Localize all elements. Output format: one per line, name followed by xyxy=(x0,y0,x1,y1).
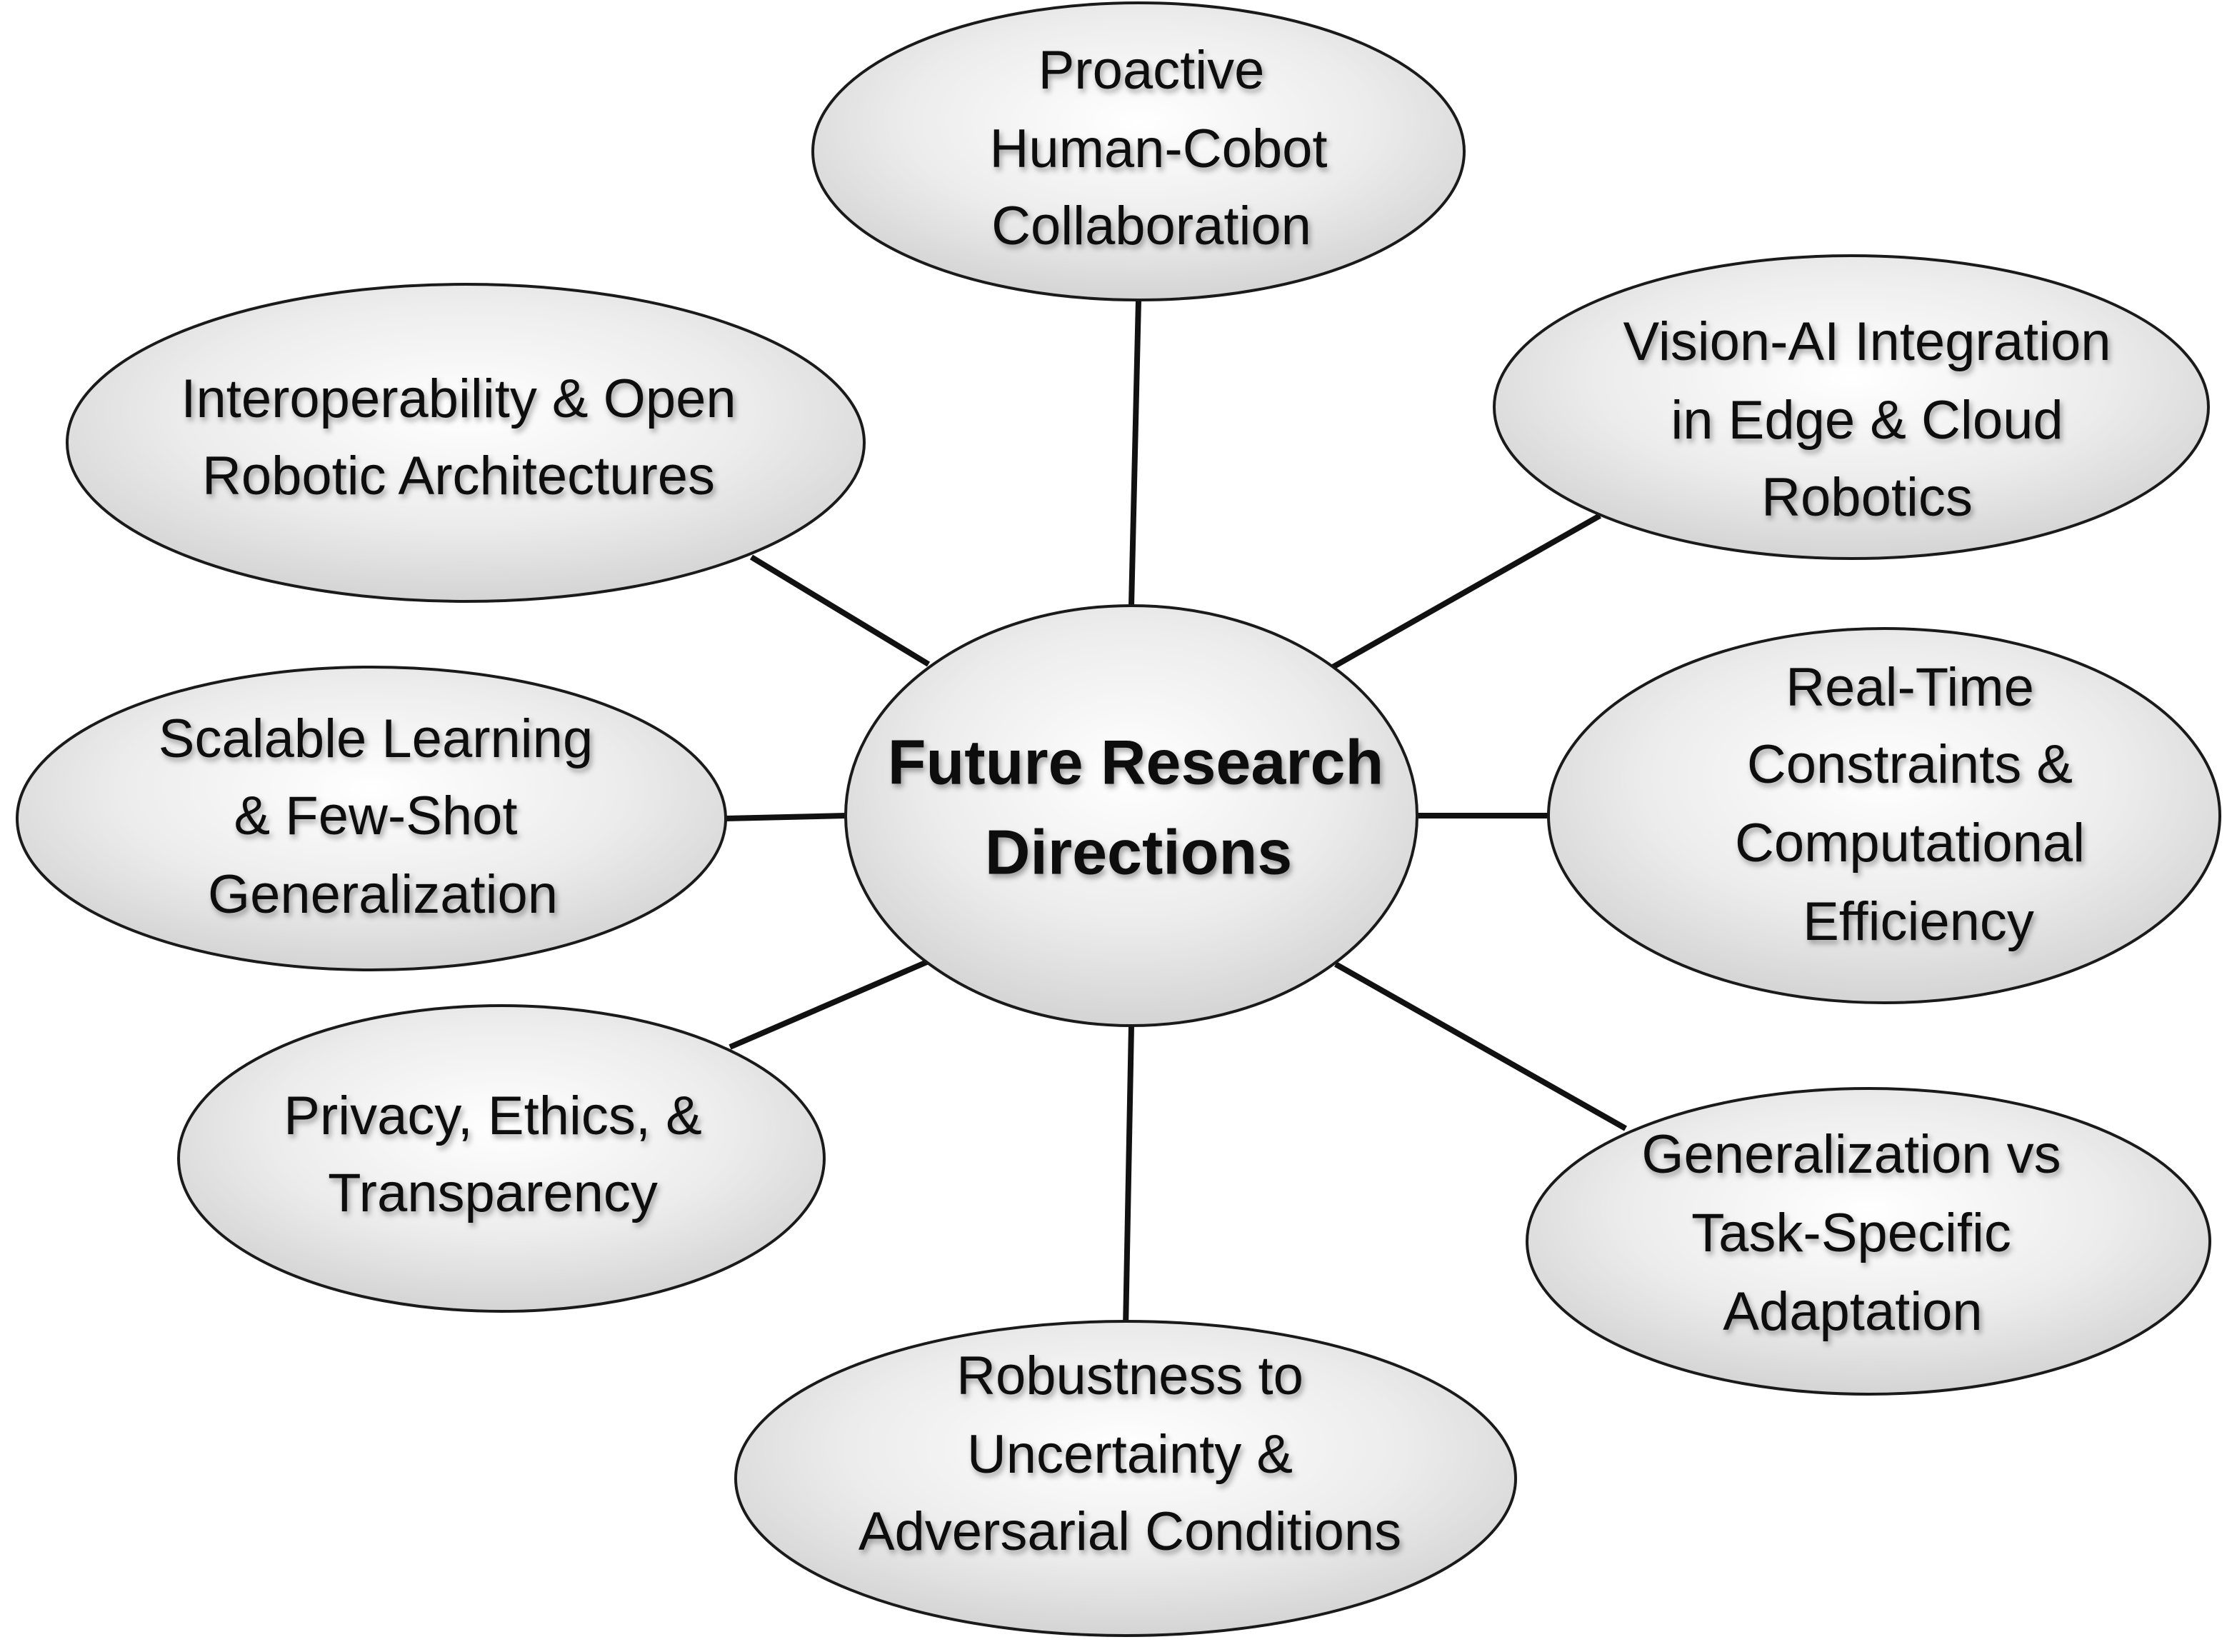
node-label: Uncertainty & xyxy=(967,1424,1293,1485)
center-title: Directions xyxy=(985,816,1292,887)
connector-interoperability xyxy=(749,554,931,667)
center-ellipse xyxy=(844,604,1418,1027)
node-ellipse xyxy=(1547,627,2221,1004)
node-ellipse xyxy=(1526,1087,2211,1396)
node-label: Generalization xyxy=(208,864,558,925)
node-label: Robotic Architectures xyxy=(202,446,715,506)
node-ellipse xyxy=(16,666,727,971)
node-label: Interoperability & Open xyxy=(181,369,736,429)
node-ellipse xyxy=(177,1004,826,1313)
connector-generalization-vs-adaptation xyxy=(1334,961,1627,1131)
connector-scalable-learning xyxy=(725,813,846,821)
connector-proactive-collaboration xyxy=(1128,299,1141,606)
node-real-time-constraints: Real-Time Constraints & Computational Ef… xyxy=(1547,627,2221,1004)
connector-lines xyxy=(725,299,1627,1329)
node-label: Vision-AI Integration xyxy=(1623,311,2111,372)
node-label: Computational xyxy=(1735,813,2085,873)
node-proactive-collaboration: Proactive Human-Cobot Collaboration xyxy=(811,1,1466,301)
node-label: Constraints & xyxy=(1747,734,2073,795)
node-label: Privacy, Ethics, & xyxy=(284,1086,702,1146)
node-ellipse xyxy=(66,283,866,603)
node-label: Generalization vs xyxy=(1641,1124,2061,1185)
node-privacy-ethics: Privacy, Ethics, & Transparency xyxy=(177,1004,826,1313)
node-label: Proactive xyxy=(1039,40,1265,101)
node-label: Real-Time xyxy=(1786,657,2034,718)
node-label: Adaptation xyxy=(1723,1281,1982,1342)
node-ellipse xyxy=(734,1320,1517,1637)
node-robustness: Robustness to Uncertainty & Adversarial … xyxy=(734,1320,1517,1637)
connector-privacy-ethics xyxy=(729,958,930,1050)
node-scalable-learning: Scalable Learning & Few-Shot Generalizat… xyxy=(16,666,727,971)
center-node: Future Research Directions xyxy=(844,604,1418,1027)
node-ellipse xyxy=(1493,254,2210,560)
node-label: Task-Specific xyxy=(1691,1203,2011,1263)
node-label: in Edge & Cloud xyxy=(1671,390,2063,451)
connector-robustness xyxy=(1123,1025,1134,1329)
node-ellipse xyxy=(811,1,1466,301)
node-generalization-vs-adaptation: Generalization vs Task-Specific Adaptati… xyxy=(1526,1087,2211,1396)
node-label: & Few-Shot xyxy=(234,786,517,846)
node-label: Adversarial Conditions xyxy=(859,1501,1401,1562)
node-label: Robotics xyxy=(1761,467,1973,528)
node-label: Efficiency xyxy=(1803,891,2034,952)
node-label: Robustness to xyxy=(956,1346,1303,1406)
node-label: Collaboration xyxy=(991,196,1311,256)
connector-vision-ai-integration xyxy=(1331,513,1601,670)
node-label: Scalable Learning xyxy=(159,709,593,769)
node-interoperability: Interoperability & Open Robotic Architec… xyxy=(66,283,866,603)
center-title: Future Research xyxy=(888,726,1383,797)
node-label: Transparency xyxy=(328,1163,658,1223)
node-vision-ai-integration: Vision-AI Integration in Edge & Cloud Ro… xyxy=(1493,254,2210,560)
node-label: Human-Cobot xyxy=(989,119,1327,179)
